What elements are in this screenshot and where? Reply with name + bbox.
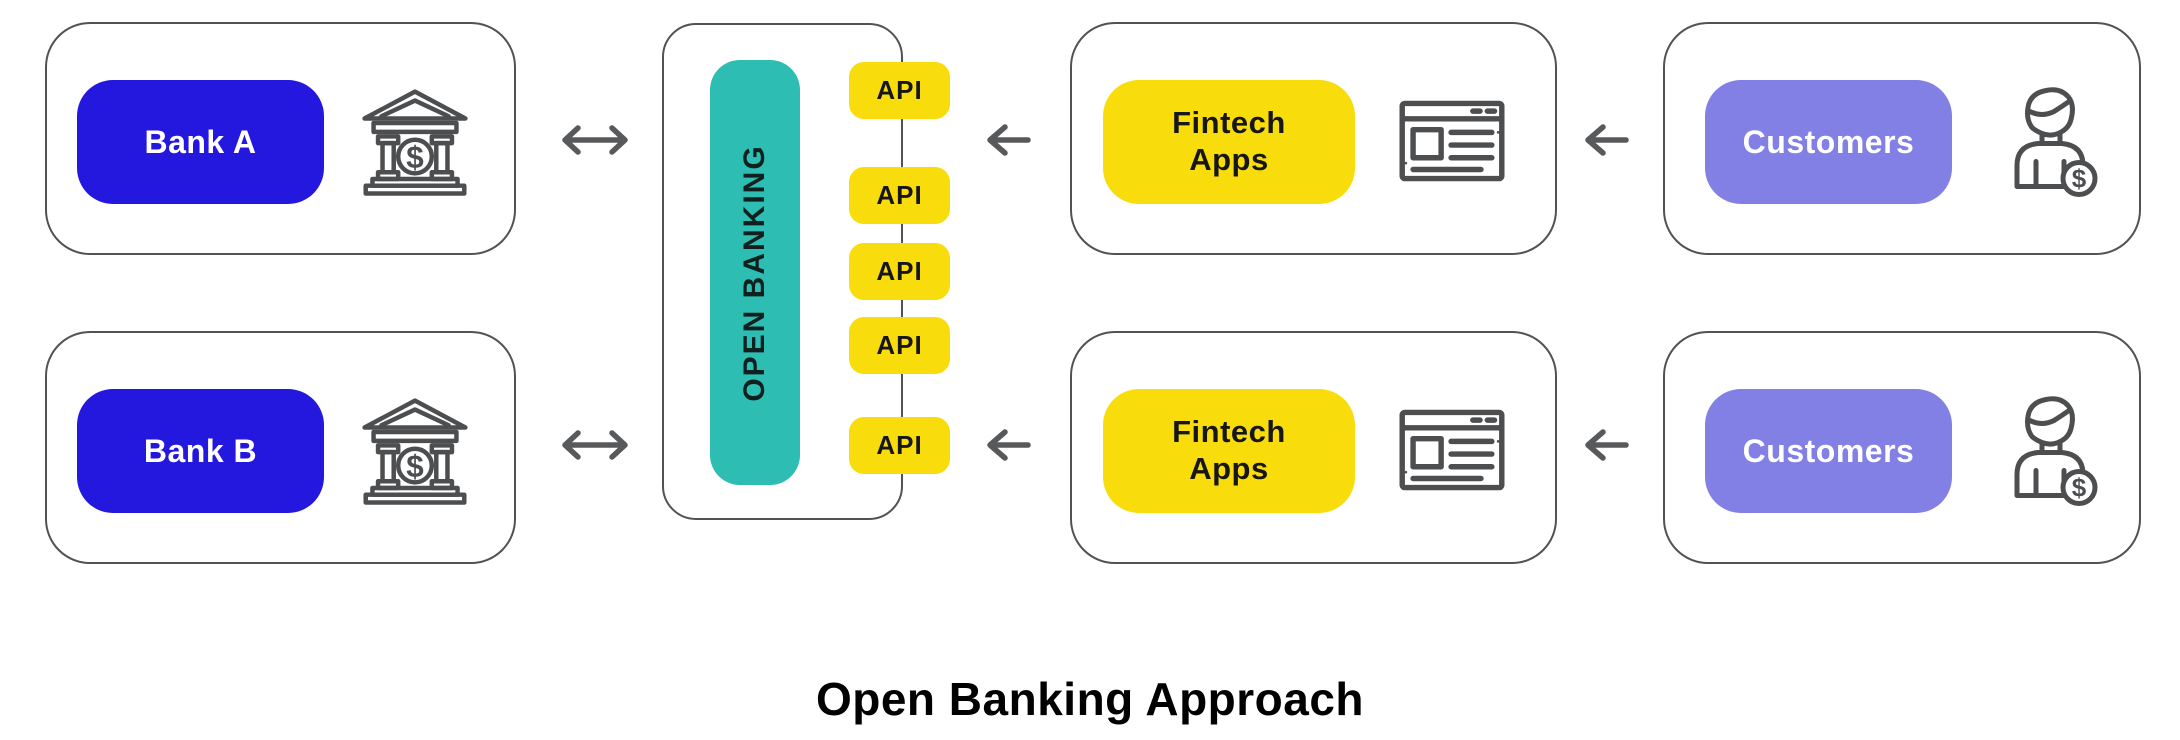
- api-label: API: [876, 180, 923, 210]
- customers-label: Customers: [1742, 123, 1915, 160]
- left-arrow-icon: [987, 124, 1031, 156]
- bank-icon: $: [362, 89, 468, 196]
- bank-a-label: Bank A: [144, 123, 257, 160]
- fintech-apps-pill: Fintech Apps: [1103, 389, 1355, 513]
- fintech-apps-card: Fintech Apps: [1070, 22, 1557, 255]
- left-arrow-icon: [1585, 124, 1629, 156]
- svg-text:$: $: [406, 140, 423, 175]
- customers-label: Customers: [1742, 432, 1915, 469]
- api-label: API: [876, 330, 923, 360]
- svg-text:$: $: [2072, 473, 2087, 503]
- api-label: API: [876, 75, 923, 105]
- diagram-title: Open Banking Approach: [815, 673, 1365, 725]
- open-banking-label: OPEN BANKING: [738, 143, 771, 402]
- bank-a-card: Bank A $: [45, 22, 516, 255]
- customers-card: Customers $: [1663, 22, 2141, 255]
- bank-icon: $: [362, 398, 468, 505]
- customers-pill: Customers: [1705, 389, 1952, 513]
- api-pill: API: [849, 417, 950, 474]
- person-dollar-icon: $: [2014, 87, 2098, 197]
- api-label: API: [876, 430, 923, 460]
- customers-pill: Customers: [1705, 80, 1952, 204]
- double-headed-arrow-icon: [562, 430, 628, 460]
- left-arrow-icon: [987, 429, 1031, 461]
- fintech-apps-pill: Fintech Apps: [1103, 80, 1355, 204]
- customers-card: Customers $: [1663, 331, 2141, 564]
- fintech-apps-label: Fintech Apps: [1172, 414, 1286, 486]
- api-pill: API: [849, 317, 950, 374]
- left-arrow-icon: [1585, 429, 1629, 461]
- bank-b-pill: Bank B: [77, 389, 324, 513]
- browser-window-icon: [1399, 100, 1505, 182]
- bank-b-card: Bank B $: [45, 331, 516, 564]
- browser-window-icon: [1399, 409, 1505, 491]
- fintech-apps-label: Fintech Apps: [1172, 105, 1286, 177]
- person-dollar-icon: $: [2014, 396, 2098, 506]
- api-pill: API: [849, 167, 950, 224]
- double-headed-arrow-icon: [562, 125, 628, 155]
- api-label: API: [876, 256, 923, 286]
- bank-a-pill: Bank A: [77, 80, 324, 204]
- api-pill: API: [849, 243, 950, 300]
- svg-text:$: $: [406, 449, 423, 484]
- bank-b-label: Bank B: [143, 432, 258, 469]
- fintech-apps-card: Fintech Apps: [1070, 331, 1557, 564]
- open-banking-pill: OPEN BANKING: [710, 60, 800, 485]
- svg-text:$: $: [2072, 164, 2087, 194]
- api-pill: API: [849, 62, 950, 119]
